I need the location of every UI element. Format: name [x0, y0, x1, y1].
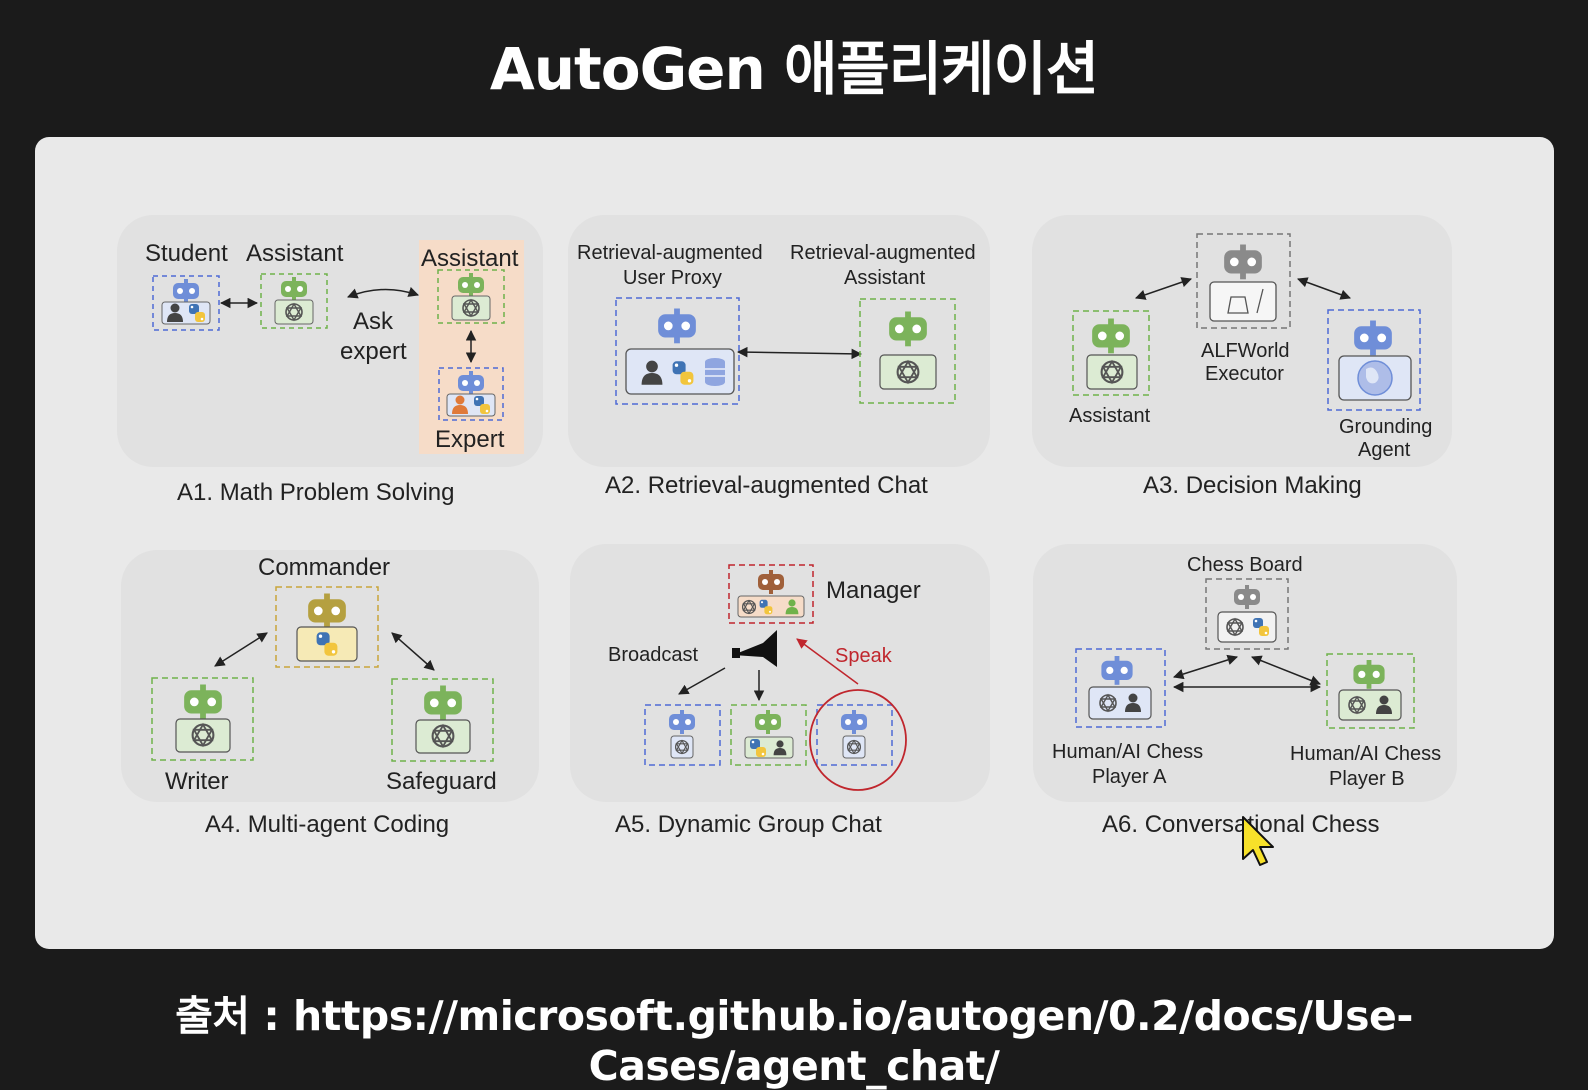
user-proxy-agent — [615, 297, 740, 405]
writer-label: Writer — [165, 768, 229, 795]
player-b-label-2: Player B — [1329, 768, 1405, 790]
commander-agent — [275, 586, 379, 668]
assistant2-label: Assistant — [421, 245, 519, 272]
retrieval-assistant-agent — [859, 298, 956, 404]
commander-label: Commander — [258, 554, 390, 581]
player-a-label-2: Player A — [1092, 766, 1167, 788]
group-agent-3 — [816, 704, 893, 766]
panel-a6-chess: Chess Board Human/AI Chess Player A Hu — [1033, 544, 1457, 838]
writer-agent — [151, 677, 254, 761]
caption-a3: A3. Decision Making — [1143, 472, 1362, 499]
assistant2-agent — [437, 269, 505, 324]
speak-label: Speak — [835, 645, 893, 667]
cursor-icon — [1242, 816, 1274, 866]
caption-a5: A5. Dynamic Group Chat — [615, 811, 882, 838]
slide-title: AutoGen 애플리케이션 — [489, 35, 1099, 103]
chess-board-label: Chess Board — [1187, 554, 1303, 576]
player-a-label-1: Human/AI Chess — [1052, 741, 1203, 763]
caption-a2: A2. Retrieval-augmented Chat — [605, 472, 928, 499]
student-agent — [152, 275, 220, 331]
safeguard-label: Safeguard — [386, 768, 497, 795]
panel-a2-retrieval: Retrieval-augmented User Proxy Retrieval… — [568, 215, 990, 499]
student-label: Student — [145, 240, 228, 267]
safeguard-agent — [391, 678, 494, 762]
alfworld-executor — [1196, 233, 1291, 329]
figure-card: Student Assistant Assistant Ask expert — [35, 137, 1554, 949]
executor-label-1: ALFWorld — [1201, 340, 1290, 362]
chess-board-agent — [1205, 578, 1289, 650]
proxy-label-1: Retrieval-augmented — [577, 242, 763, 264]
panel-a1-math: Student Assistant Assistant Ask expert — [117, 215, 543, 506]
caption-a4: A4. Multi-agent Coding — [205, 811, 449, 838]
ra-assistant-label-1: Retrieval-augmented — [790, 242, 976, 264]
executor-label-2: Executor — [1205, 363, 1284, 385]
player-b-agent — [1326, 653, 1415, 729]
grounding-agent — [1327, 309, 1421, 411]
assistant-agent — [260, 273, 328, 329]
panel-a3-decision: ALFWorld Executor Assistant Grounding Ag… — [1032, 215, 1452, 499]
globe-icon — [1357, 360, 1393, 396]
ask-label-1: Ask — [353, 308, 394, 335]
grounding-label-2: Agent — [1358, 439, 1411, 461]
caption-a1: A1. Math Problem Solving — [177, 479, 454, 506]
player-a-agent — [1075, 648, 1166, 728]
speaker-highlight-circle — [809, 689, 907, 791]
group-agent-1 — [644, 704, 721, 766]
panel-a5-groupchat: Manager Broadcast Speak — [570, 544, 990, 838]
manager-label: Manager — [826, 577, 921, 604]
database-icon — [705, 358, 725, 386]
ask-label-2: expert — [340, 338, 407, 365]
caption-a6: A6. Conversational Chess — [1102, 811, 1379, 838]
panel-a4-coding: Commander Writer Safeguard A4. Multi-age… — [121, 550, 539, 838]
broadcast-label: Broadcast — [608, 644, 698, 666]
assistant-label: Assistant — [246, 240, 344, 267]
manager-agent — [728, 564, 814, 624]
group-agent-2 — [730, 704, 807, 766]
expert-label: Expert — [435, 426, 505, 453]
bucket-icon — [1227, 296, 1249, 314]
decision-assistant-agent — [1072, 310, 1150, 396]
proxy-label-2: User Proxy — [623, 267, 722, 289]
source-citation: 출처 : https://microsoft.github.io/autogen… — [175, 992, 1413, 1090]
decision-assistant-label: Assistant — [1069, 405, 1151, 427]
expert-agent — [438, 367, 504, 421]
ra-assistant-label-2: Assistant — [844, 267, 926, 289]
player-b-label-1: Human/AI Chess — [1290, 743, 1441, 765]
use-case-diagram: Student Assistant Assistant Ask expert — [117, 215, 1457, 866]
megaphone-icon — [732, 630, 777, 667]
grounding-label-1: Grounding — [1339, 416, 1432, 438]
